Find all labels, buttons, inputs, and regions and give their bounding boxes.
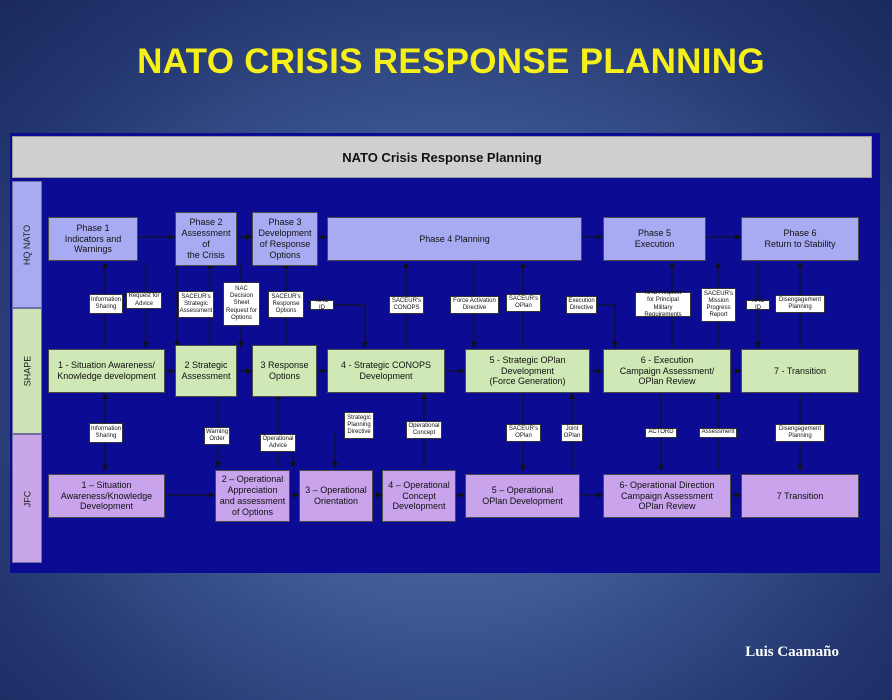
jfc-7-box: 7 Transition [741,474,859,518]
label-warning-order: Warning Order [204,427,230,445]
label-assessment: Assessment [699,428,737,438]
lane-jfc: JFC [12,434,42,563]
jfc-4-box: 4 – Operational Concept Development [382,470,456,522]
shape-1-box: 1 - Situation Awareness/ Knowledge devel… [48,349,165,393]
label-disengagement-planning-top: Disengagement Planning [775,295,825,313]
label-information-sharing-top: Information Sharing [89,294,123,314]
label-request-for-advice: Request for Advice [126,292,162,309]
label-saceur-response-options: SACEUR's Response Options [268,291,304,318]
phase-3-box: Phase 3 Development of Response Options [252,212,318,266]
shape-7-box: 7 - Transition [741,349,859,393]
label-information-sharing-bottom: Information Sharing [89,423,123,443]
phase-5-box: Phase 5 Execution [603,217,706,261]
label-saceur-oplan-bottom: SACEUR's OPlan [506,424,541,442]
label-saceur-strategic-assessment: SACEUR's Strategic Assessment [178,291,214,318]
label-operational-advice: Operational Advice [260,434,296,452]
label-strategic-planning-directive: Strategic Planning Directive [344,412,374,439]
label-execution-directive: Execution Directive [566,296,597,314]
label-saceur-mission-progress: SACEUR's Mission Progress Report [701,288,736,322]
label-nac-request: NAC Request for Principal Military Requi… [635,290,691,318]
slide-title: NATO CRISIS RESPONSE PLANNING [137,42,765,81]
label-saceur-conops: SACEUR's CONOPS [389,296,424,314]
label-nac-decision-sheet: NAC Decision Sheet Request for Options [223,282,260,326]
jfc-6-box: 6- Operational Direction Campaign Assess… [603,474,731,518]
shape-5-box: 5 - Strategic OPlan Development (Force G… [465,349,590,393]
diagram-header: NATO Crisis Response Planning [12,136,872,178]
label-nac-id-2: NAC ID [746,298,770,311]
shape-4-box: 4 - Strategic CONOPS Development [327,349,445,393]
shape-3-box: 3 Response Options [252,345,317,397]
label-force-activation-directive: Force Activation Directive [450,296,499,314]
phase-4-box: Phase 4 Planning [327,217,582,261]
label-joint-oplan: Joint OPlan [561,424,583,442]
label-disengagement-planning-bottom: Disengagement Planning [775,424,825,442]
jfc-5-box: 5 – Operational OPlan Development [465,474,580,518]
jfc-3-box: 3 – Operational Orientation [299,470,373,522]
author-credit: Luis Caamaño [745,644,839,660]
phase-1-box: Phase 1 Indicators and Warnings [48,217,138,261]
jfc-2-box: 2 – Operational Appreciation and assessm… [215,470,290,522]
shape-2-box: 2 Strategic Assessment [175,345,237,397]
diagram-panel: NATO Crisis Response Planning HQ NATO SH… [10,133,880,573]
jfc-1-box: 1 – Situation Awareness/Knowledge Develo… [48,474,165,518]
label-saceur-oplan-top: SACEUR's OPlan [506,294,541,312]
phase-2-box: Phase 2 Assessment of the Crisis [175,212,237,266]
lane-hq-nato: HQ NATO [12,181,42,308]
label-operational-concept: Operational Concept [406,421,442,439]
label-actord: ACTORD [645,428,677,438]
label-nac-id-1: NAC ID [310,298,334,311]
shape-6-box: 6 - Execution Campaign Assessment/ OPlan… [603,349,731,393]
phase-6-box: Phase 6 Return to Stability [741,217,859,261]
lane-shape: SHAPE [12,308,42,434]
